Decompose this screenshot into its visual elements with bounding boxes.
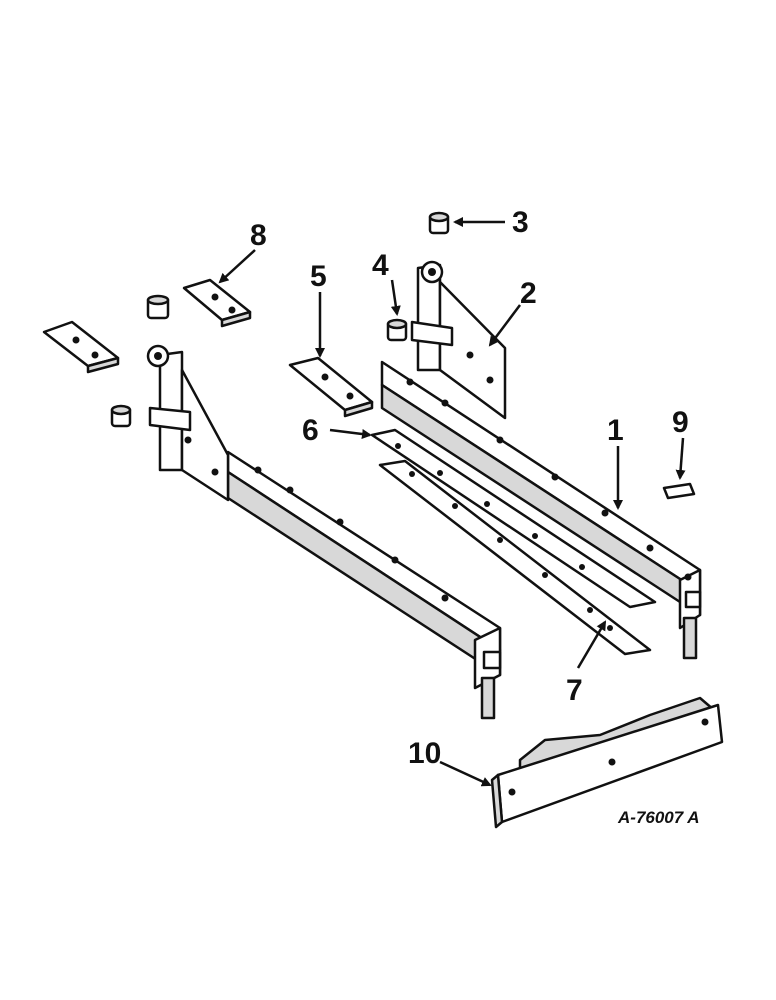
clamp-plate-upper [182,278,252,328]
callout-3: 3 [512,206,529,239]
leader-7 [576,620,607,669]
nut-top [428,211,450,235]
right-frame-bar [380,360,702,660]
guard-bar [490,696,724,829]
callout-9: 9 [672,406,689,439]
drawing-number: A-76007 A [617,808,700,827]
callout-8: 8 [250,219,267,252]
clamp-plate-center [288,356,374,418]
callout-5: 5 [310,260,327,293]
leader-2 [488,304,521,347]
left-frame-bar [146,344,502,720]
leader-6 [329,428,372,439]
leader-4 [390,279,401,316]
leader-9 [675,437,686,480]
nut-left-lower [110,404,132,428]
clamp-plate-left [42,320,120,374]
nut-left-upper [146,294,170,320]
clamp-strip-upper [370,428,657,609]
right-mounting-bracket [410,260,507,420]
callout-4: 4 [372,249,389,282]
callout-6: 6 [302,414,319,447]
callout-7: 7 [566,674,583,707]
callout-1: 1 [607,414,624,447]
leader-10 [439,760,492,787]
callout-10: 10 [408,737,441,770]
nut-center [386,318,408,342]
spring-clip [662,482,696,500]
clamp-strip-lower [378,459,652,656]
callout-2: 2 [520,277,537,310]
leader-8 [218,249,256,284]
